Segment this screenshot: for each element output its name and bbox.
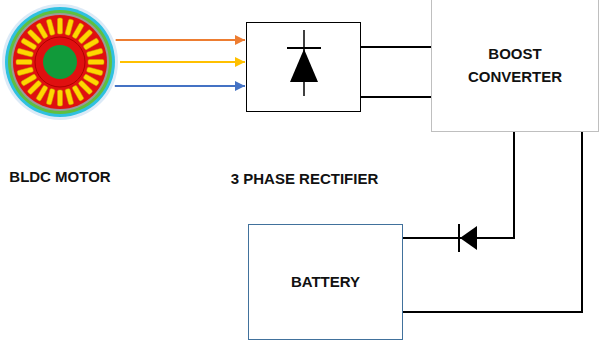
motor-ring (13, 15, 107, 109)
stator-slot (46, 88, 55, 105)
stator-slot (83, 38, 99, 50)
node-caption: 3 PHASE RECTIFIER (205, 168, 405, 191)
motor-illustration (2, 4, 118, 120)
stator-slot (21, 74, 37, 86)
phase-c-arrow (115, 85, 245, 87)
charge-positive-wire (403, 132, 514, 238)
motor-ring (2, 4, 118, 120)
node-caption: BLDC MOTOR (0, 166, 140, 189)
stator-slot (46, 19, 55, 36)
stator-slot (58, 18, 63, 34)
stator-slot (17, 48, 34, 57)
stator-slot (16, 60, 32, 65)
component-label: BLDC MOTOR (9, 166, 110, 189)
motor-ring (5, 7, 115, 117)
box-label: BATTERY (291, 271, 360, 294)
rectifier-box: 3 PHASE RECTIFIER (246, 22, 361, 112)
motor-ring (8, 10, 112, 114)
dc-positive-wire (361, 46, 431, 48)
stator-slot (65, 19, 74, 36)
stator-slot (17, 67, 34, 76)
phase-a-arrow (116, 39, 245, 41)
air-gap (35, 37, 85, 87)
stator-slot (86, 67, 103, 76)
box-label: BOOST CONVERTER (460, 43, 570, 88)
stator-slot (72, 85, 84, 101)
stator-slot (88, 60, 104, 65)
dc-negative-wire (361, 96, 431, 98)
component-label: 3 PHASE RECTIFIER (231, 168, 379, 191)
phase-b-arrow (120, 61, 245, 63)
motor-ring (11, 13, 109, 111)
bldc-motor: BLDC MOTOR (2, 4, 118, 120)
stator-slot (65, 88, 74, 105)
rotor (43, 45, 77, 79)
boost-converter-box: BOOST CONVERTER (431, 0, 599, 132)
charge-negative-wire (403, 132, 582, 312)
stator-slot (36, 23, 48, 39)
rectifier-diode-symbol (287, 30, 321, 96)
battery-box: BATTERY (248, 224, 403, 340)
stator-slot (58, 90, 63, 106)
stator-slot (86, 48, 103, 57)
